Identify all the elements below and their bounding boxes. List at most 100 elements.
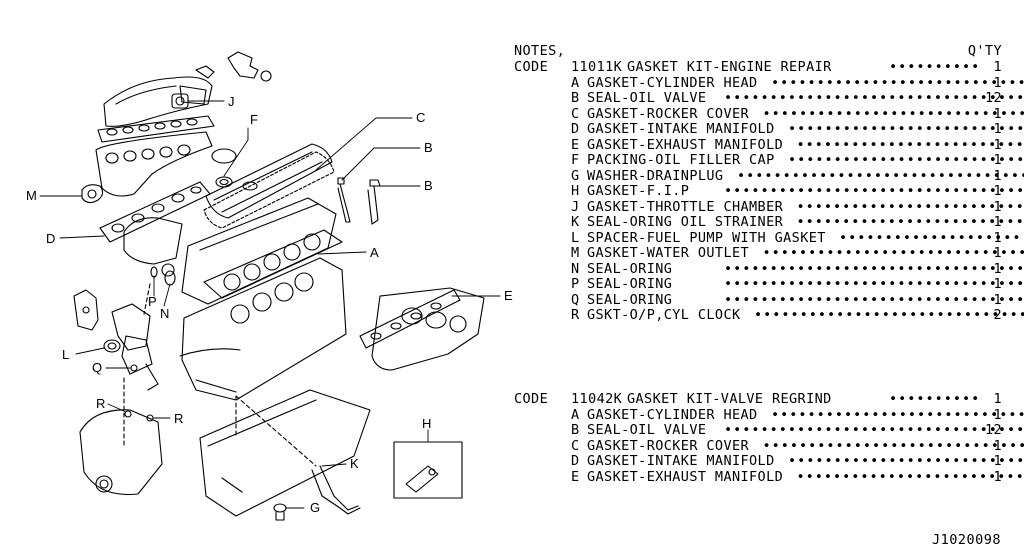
part-description: GASKET-WATER OUTLET: [587, 245, 750, 261]
valve-seal-b-right: [367, 179, 381, 225]
callout-k: K: [350, 456, 359, 471]
callout-f: F: [250, 112, 258, 127]
part-letter: A: [571, 406, 580, 423]
callout-g: G: [310, 500, 320, 515]
part-letter: E: [571, 136, 580, 153]
leader-lines: [39, 100, 501, 509]
leader-dots: ••••••••••••••••••••••••••••••••••••••: [724, 291, 1024, 308]
part-letter: L: [571, 229, 580, 246]
part-description: SEAL-ORING: [587, 291, 673, 308]
part-letter: B: [571, 422, 580, 438]
part-letter: A: [571, 74, 580, 91]
leader-dots: ••••••••••••••••••••: [839, 229, 1022, 246]
part-description: GASKET-EXHAUST MANIFOLD: [587, 468, 784, 485]
part-qty: 1: [993, 276, 1002, 292]
leader-dots: ••••••••••••••••••••••••••••••••: [762, 105, 1024, 122]
part-letter: D: [571, 121, 580, 137]
part-qty: 1: [993, 214, 1002, 230]
part-qty: 1: [993, 136, 1002, 153]
drain-plug-washer-g: [273, 503, 287, 521]
valve-seal-b-left: [337, 177, 351, 223]
cylinder-head-gasket-a: [203, 229, 343, 299]
part-description: GASKET-CYLINDER HEAD: [587, 406, 758, 423]
callout-h: H: [422, 416, 431, 431]
intake-manifold-lower: [95, 131, 213, 197]
water-pump: [121, 335, 159, 391]
kit-name: GASKET KIT-VALVE REGRIND: [627, 391, 832, 407]
kit-qty: 1: [993, 59, 1002, 75]
callout-l: L: [62, 347, 69, 362]
part-description: GASKET-ROCKER COVER: [587, 105, 750, 122]
part-description: SEAL-ORING: [587, 276, 673, 292]
part-qty: 1: [993, 74, 1002, 91]
timing-cover: [79, 409, 163, 496]
part-description: GASKET-THROTTLE CHAMBER: [587, 198, 784, 215]
part-description: GASKET-EXHAUST MANIFOLD: [587, 136, 784, 153]
part-qty: 1: [993, 260, 1002, 277]
fuel-pump-left: [73, 289, 99, 331]
throttle-chamber-part: [195, 51, 272, 82]
leader-dots: ••••••••••••••••••••••••••••: [788, 453, 1024, 469]
spacer-fuel-pump-l: [103, 339, 121, 353]
callout-r-left: R: [96, 396, 105, 411]
kit-name: GASKET KIT-ENGINE REPAIR: [627, 59, 832, 75]
part-description: SEAL-OIL VALVE: [587, 422, 707, 438]
part-description: GSKT-O/P,CYL CLOCK: [587, 307, 741, 323]
intake-manifold-upper: [103, 76, 213, 127]
part-letter: F: [571, 152, 580, 168]
part-qty: 1: [993, 121, 1002, 137]
seal-oring-p: [150, 266, 158, 278]
part-letter: Q: [571, 291, 580, 308]
leader-dots: •••••••••••••••••••••••••••: [796, 214, 1024, 230]
part-letter: B: [571, 90, 580, 106]
part-qty: 1: [993, 453, 1002, 469]
leader-dots: ••••••••••••••••••••••••••••: [788, 121, 1024, 137]
part-letter: R: [571, 307, 580, 323]
exhaust-manifold-gasket-e: [359, 289, 461, 349]
part-letter: N: [571, 260, 580, 277]
part-qty: 12: [984, 422, 1002, 438]
leader-dots: ••••••••••••••••••••••••••••••••••••••: [724, 183, 1024, 199]
intake-manifold-gasket-row: [97, 115, 215, 143]
leader-dots: ••••••••••••••••••••••••••••••••••••••: [724, 276, 1024, 292]
leader-dots: ••••••••••••••••••••••••••••••••••••: [737, 167, 1024, 184]
callout-r-right: R: [174, 411, 183, 426]
code-label: CODE: [514, 391, 549, 407]
callout-d: D: [46, 231, 55, 246]
part-description: SEAL-OIL VALVE: [587, 90, 707, 106]
leader-dots: ••••••••••••••••••••••••••••••••: [762, 437, 1024, 454]
part-letter: D: [571, 453, 580, 469]
part-letter: J: [571, 198, 580, 215]
fip-gasket-box-h: [393, 441, 463, 499]
rocker-cover-gasket-c: [203, 151, 335, 229]
callout-c: C: [416, 110, 425, 125]
seal-oring-q: [130, 364, 138, 372]
part-letter: G: [571, 167, 580, 184]
part-letter: E: [571, 468, 580, 485]
engine-block: [179, 257, 347, 401]
thermostat-housing: [123, 217, 183, 277]
kit-code: 11042K: [571, 391, 623, 407]
part-qty: 1: [993, 468, 1002, 485]
code-label: CODE: [514, 59, 549, 75]
dashed-guides: [123, 283, 317, 467]
part-description: SEAL-ORING OIL STRAINER: [587, 214, 784, 230]
part-qty: 1: [993, 198, 1002, 215]
oil-pan: [199, 389, 371, 517]
part-letter: M: [571, 245, 580, 261]
oil-strainer-pipe: [311, 465, 361, 515]
part-qty: 1: [993, 245, 1002, 261]
drawing-id: J1020098: [932, 532, 1002, 548]
part-description: SPACER-FUEL PUMP WITH GASKET: [587, 229, 826, 246]
oil-filler-cap-f: [211, 148, 237, 188]
qty-header: Q'TY: [967, 43, 1002, 59]
leader-dots: •••••••••••••••••••••••••••: [796, 136, 1024, 153]
part-description: GASKET-ROCKER COVER: [587, 437, 750, 454]
callout-e: E: [504, 288, 513, 303]
leader-dots: •••••••••••••••••••••••••••: [796, 468, 1024, 485]
rocker-cover: [205, 143, 333, 219]
part-qty: 1: [993, 291, 1002, 308]
leader-dots: •••••••••••••••••••••••••••••••: [771, 74, 1024, 91]
part-qty: 1: [993, 105, 1002, 122]
